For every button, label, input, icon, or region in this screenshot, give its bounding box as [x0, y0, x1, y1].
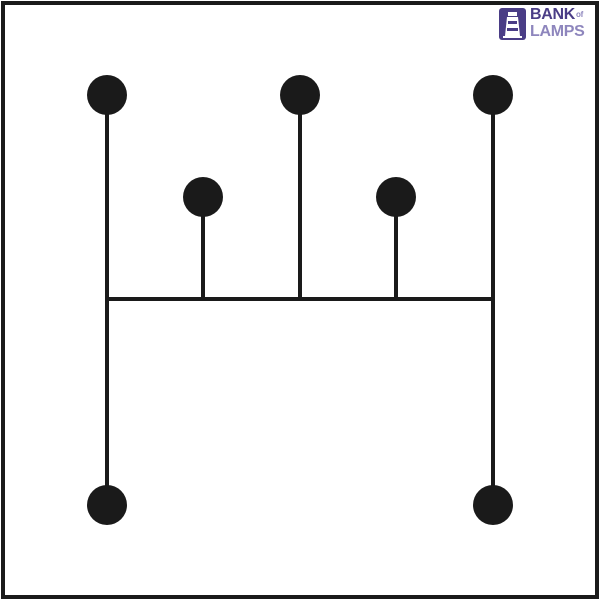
knob-top-right — [473, 75, 513, 115]
knob-upper-middle-left — [183, 177, 223, 217]
knob-top-left — [87, 75, 127, 115]
logo-line1: BANKof — [530, 7, 583, 23]
lighthouse-icon — [499, 8, 526, 40]
logo-word-lamps: LAMPS — [530, 23, 585, 40]
knob-bottom-right — [473, 485, 513, 525]
logo-line2: LAMPS — [530, 24, 585, 40]
knob-top-center — [280, 75, 320, 115]
logo-word-bank: BANK — [530, 6, 576, 23]
bank-of-lamps-logo: BANKof LAMPS — [499, 6, 597, 42]
logo-word-of: of — [576, 10, 583, 19]
knob-bottom-left — [87, 485, 127, 525]
knob-upper-middle-right — [376, 177, 416, 217]
